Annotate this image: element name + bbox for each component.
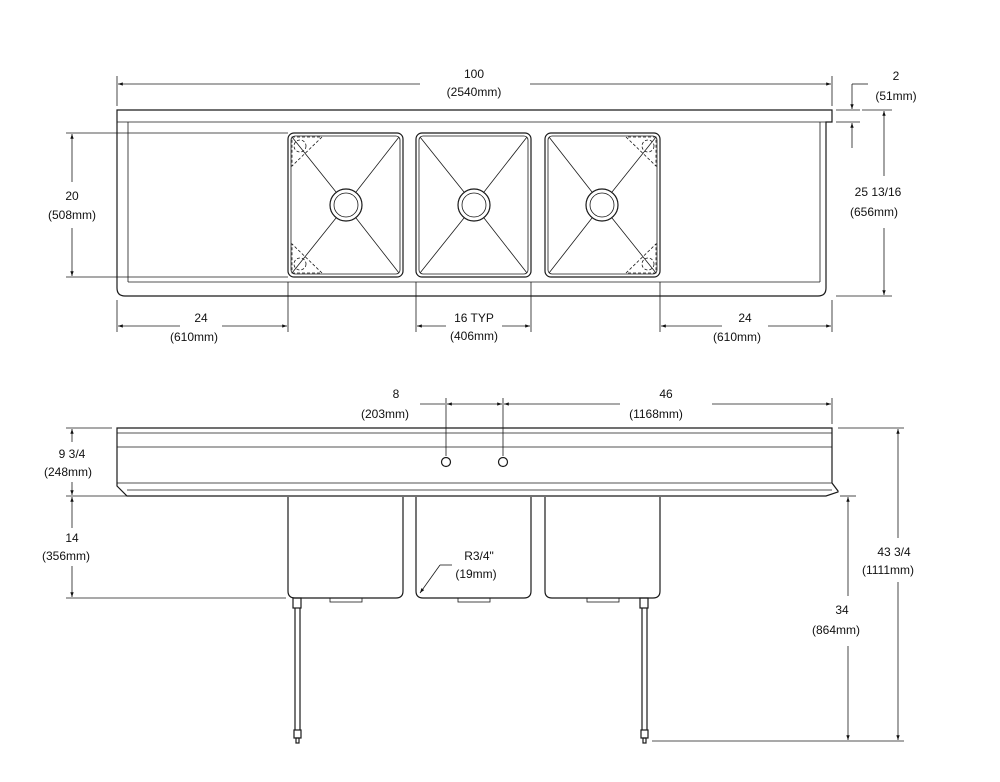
dim-overall-depth: 25 13/16 (656mm): [836, 109, 902, 297]
bowl-2-top: [415, 132, 532, 278]
floor-to-rim-value: 34: [835, 603, 849, 617]
dim-faucet-spacing: 8 (203mm): [361, 387, 504, 456]
right-drainboard-value: 24: [738, 311, 752, 325]
bowl-width-metric: (406mm): [450, 329, 498, 343]
overall-width-value: 100: [464, 67, 484, 81]
faucet-to-end-value: 46: [659, 387, 673, 401]
sink-outline-top: [116, 109, 833, 297]
overall-width-metric: (2540mm): [447, 85, 502, 99]
bowl-width-value: 16 TYP: [454, 311, 494, 325]
faucet-hole-left: [440, 456, 452, 468]
dim-left-drainboard: 24 (610mm): [116, 282, 289, 344]
dim-floor-to-rim: 34 (864mm): [652, 495, 904, 742]
overall-height-value: 43 3/4: [877, 545, 911, 559]
backsplash-metric: (51mm): [875, 89, 916, 103]
faucet-spacing-value: 8: [393, 387, 400, 401]
dim-right-drainboard: 24 (610mm): [659, 282, 833, 344]
bowl-depth-value: 20: [65, 189, 79, 203]
bowl-3-top: [544, 132, 661, 278]
bowl-2-front: [415, 497, 532, 603]
bowl-height-metric: (356mm): [42, 549, 90, 563]
faucet-to-end-metric: (1168mm): [629, 407, 683, 421]
splash-height-metric: (248mm): [44, 465, 92, 479]
splash-height-value: 9 3/4: [59, 447, 86, 461]
faucet-spacing-metric: (203mm): [361, 407, 409, 421]
front-view: 8 (203mm) 46 (1168mm) 9 3/4 (248mm) 14 (: [42, 387, 914, 744]
bowl-1-top: [287, 132, 404, 278]
bowl-height-value: 14: [65, 531, 79, 545]
backsplash-value: 2: [893, 69, 900, 83]
dim-bowl-width: 16 TYP (406mm): [415, 282, 532, 343]
dim-bowl-depth: 20 (508mm): [48, 132, 288, 278]
dim-faucet-to-end: 46 (1168mm): [504, 387, 833, 424]
dim-backsplash: 2 (51mm): [836, 69, 917, 148]
left-drainboard-value: 24: [194, 311, 208, 325]
overall-depth-metric: (656mm): [850, 205, 898, 219]
dim-overall-height: 43 3/4 (1111mm): [838, 427, 914, 740]
dim-bowl-height: 14 (356mm): [42, 497, 286, 599]
overall-height-metric: (1111mm): [862, 563, 914, 577]
left-drainboard-metric: (610mm): [170, 330, 218, 344]
corner-radius-metric: (19mm): [455, 567, 496, 581]
bowl-depth-metric: (508mm): [48, 208, 96, 222]
floor-to-rim-metric: (864mm): [812, 623, 860, 637]
dim-splash-height: 9 3/4 (248mm): [44, 427, 286, 497]
top-view: 100 (2540mm) 2 (51mm) 20 (508mm): [48, 67, 917, 344]
corner-radius-value: R3/4": [464, 549, 494, 563]
leg-right: [639, 597, 649, 744]
bowl-3-front: [544, 497, 661, 603]
dim-corner-radius: R3/4" (19mm): [419, 549, 497, 594]
bowl-1-front: [287, 497, 404, 603]
right-drainboard-metric: (610mm): [713, 330, 761, 344]
overall-depth-value: 25 13/16: [855, 185, 902, 199]
dim-overall-width: 100 (2540mm): [116, 67, 833, 106]
faucet-hole-right: [497, 456, 509, 468]
leg-left: [292, 597, 302, 744]
backsplash-front: [116, 427, 839, 497]
